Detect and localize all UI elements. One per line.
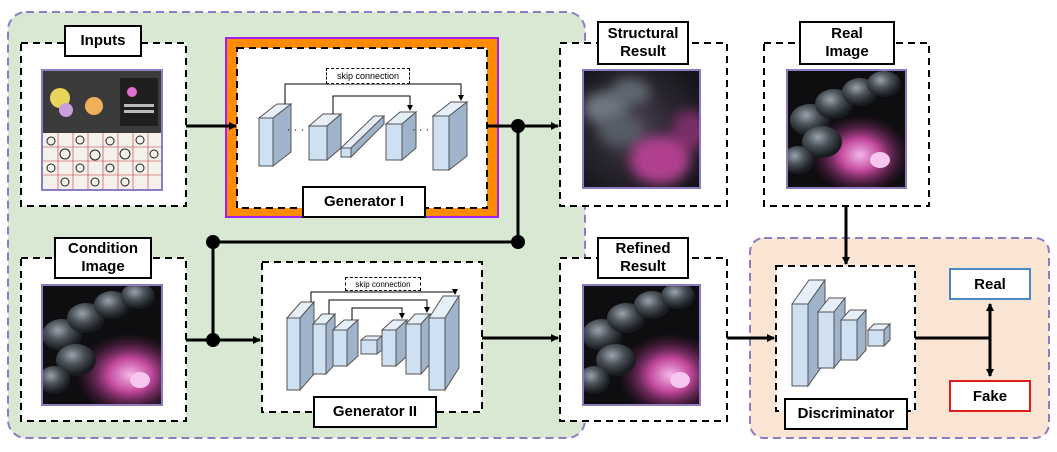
g1-layer-3	[384, 110, 418, 162]
connectors	[186, 122, 994, 377]
generator-1-skip-lines	[284, 83, 464, 114]
feedback-line	[211, 126, 520, 340]
g2-bottleneck	[359, 334, 384, 356]
generator-2-skip-lines	[310, 289, 458, 320]
generator-1-layers	[257, 100, 469, 172]
inputs-thumbnail	[41, 69, 163, 191]
real-image-label: Real Image	[799, 21, 895, 65]
g2-layer-4	[380, 318, 409, 368]
d-layer-4	[866, 322, 892, 348]
g2-layer-1	[285, 300, 316, 392]
inputs-label: Inputs	[64, 25, 142, 57]
condition-image-photo	[41, 284, 163, 406]
real-image-photo	[786, 69, 907, 189]
real-output-box: Real	[949, 268, 1031, 300]
g2-layer-6	[428, 294, 460, 392]
d-layer-3	[839, 308, 868, 362]
fake-output-box: Fake	[949, 380, 1031, 412]
structural-result-image	[582, 69, 701, 189]
g2-skip-connection-label: skip connection	[345, 277, 421, 291]
generator-2-layers	[285, 294, 460, 392]
g2-layer-5	[404, 312, 432, 376]
junction-dots	[206, 119, 525, 347]
discriminator-layers	[791, 278, 892, 388]
structural-result-label: Structural Result	[597, 21, 689, 65]
discriminator-label: Discriminator	[784, 398, 908, 430]
generator-2-label: Generator II	[313, 396, 437, 428]
refined-result-image	[582, 284, 701, 406]
g1-layer-4	[431, 100, 469, 172]
g2-layer-2	[311, 312, 337, 376]
g1-layer-2	[307, 112, 343, 162]
generator-1-label: Generator I	[302, 186, 426, 218]
refined-result-label: Refined Result	[597, 237, 689, 279]
g1-bottleneck	[339, 114, 386, 159]
condition-image-label: Condition Image	[54, 237, 152, 279]
g1-ellipsis-left: · · ·	[287, 124, 305, 136]
g1-layer-1	[257, 102, 293, 168]
g1-ellipsis-right: · · ·	[412, 124, 430, 136]
g2-layer-3	[331, 318, 360, 368]
g1-skip-connection-label: skip connection	[326, 68, 410, 84]
